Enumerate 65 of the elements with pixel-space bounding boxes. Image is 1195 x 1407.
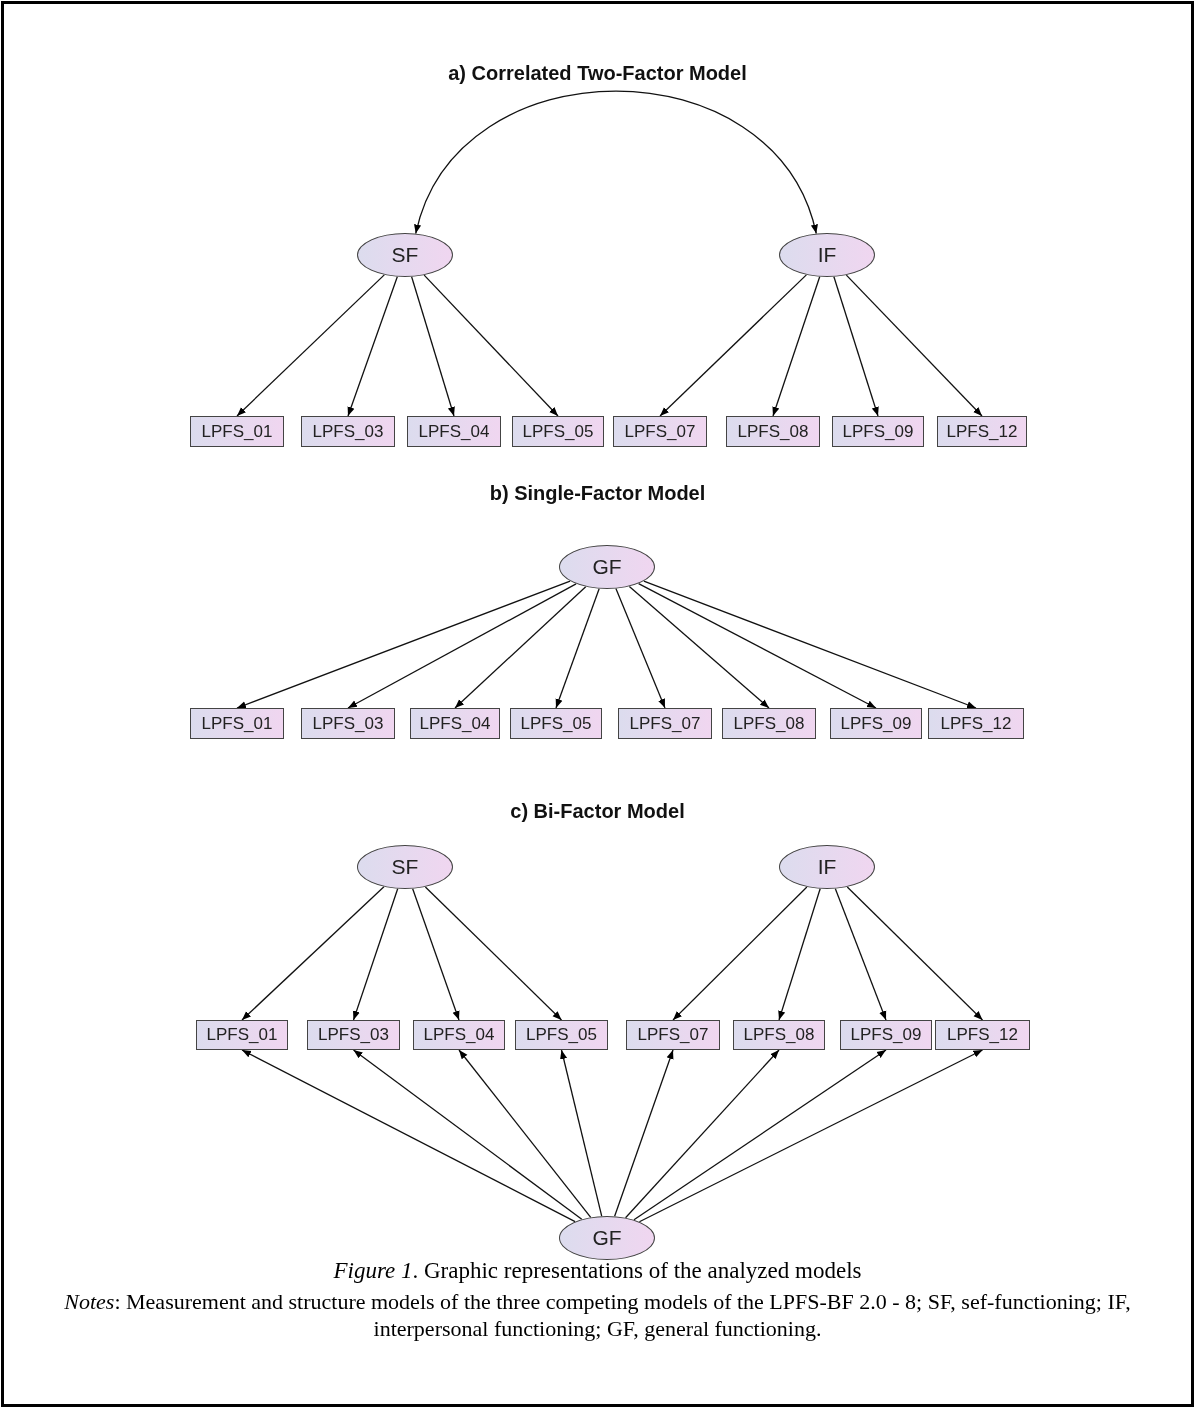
indicator-box: LPFS_01 [190,416,284,447]
arrow [241,886,385,1021]
latent-factor-ellipse: SF [357,233,453,277]
indicator-box: LPFS_04 [407,416,501,447]
arrow [236,580,571,709]
arrow [633,1049,887,1221]
indicator-box: LPFS_03 [301,416,395,447]
indicator-box: LPFS_08 [733,1020,825,1050]
arrow [637,582,877,709]
latent-factor-ellipse: GF [559,545,655,589]
indicator-box: LPFS_09 [832,416,924,447]
panel-heading: c) Bi-Factor Model [510,800,685,823]
arrow [352,888,399,1021]
arrow [555,588,600,709]
arrow [347,276,398,417]
indicator-box: LPFS_09 [840,1020,932,1050]
latent-factor-ellipse: IF [779,233,875,277]
indicator-box: LPFS_07 [618,708,712,739]
indicator-box: LPFS_09 [830,708,922,739]
arrow [411,276,455,417]
indicator-box: LPFS_12 [937,416,1027,447]
arrow [846,886,984,1021]
figure-caption: Figure 1. Graphic representations of the analyzed models [333,1258,862,1284]
arrow [834,888,887,1021]
indicator-box: LPFS_03 [301,708,395,739]
arrow [672,886,808,1021]
indicator-box: LPFS_04 [413,1020,505,1050]
latent-factor-ellipse: IF [779,845,875,889]
arrow [236,274,385,417]
latent-factor-ellipse: SF [357,845,453,889]
arrow [628,585,770,709]
indicator-box: LPFS_01 [190,708,284,739]
arrow [241,1049,576,1223]
arrow [424,886,563,1021]
indicator-box: LPFS_05 [510,708,602,739]
indicator-box: LPFS_05 [515,1020,608,1050]
indicator-box: LPFS_01 [196,1020,288,1050]
arrow [615,587,666,709]
indicator-box: LPFS_03 [307,1020,400,1050]
arrow [638,1049,984,1223]
arrow [352,1049,583,1220]
indicator-box: LPFS_05 [512,416,604,447]
arrow [614,1049,674,1217]
arrow [659,274,808,417]
arrow [778,888,821,1021]
arrow [643,580,977,709]
indicator-box: LPFS_04 [410,708,500,739]
double-headed-arrow [415,90,817,235]
panel-heading: b) Single-Factor Model [489,482,706,505]
arrow [833,276,879,417]
indicator-box: LPFS_12 [928,708,1024,739]
latent-factor-ellipse: GF [559,1216,655,1260]
indicator-box: LPFS_08 [722,708,816,739]
indicator-box: LPFS_08 [726,416,820,447]
arrow [458,1049,592,1218]
indicator-box: LPFS_12 [935,1020,1030,1050]
arrow [412,888,460,1021]
notes-text: Notes: Measurement and structure models of the three competing models of the LPFS-BF 2.0 - 8; SF, sef-functioning; IF, interpersonal functioning; GF, general functioning. [63,1288,1132,1342]
arrow [347,583,577,709]
panel-heading: a) Correlated Two-Factor Model [448,62,747,85]
arrow [454,586,587,709]
arrow [772,276,821,417]
indicator-box: LPFS_07 [613,416,707,447]
arrow [560,1049,603,1217]
indicator-box: LPFS_07 [626,1020,720,1050]
